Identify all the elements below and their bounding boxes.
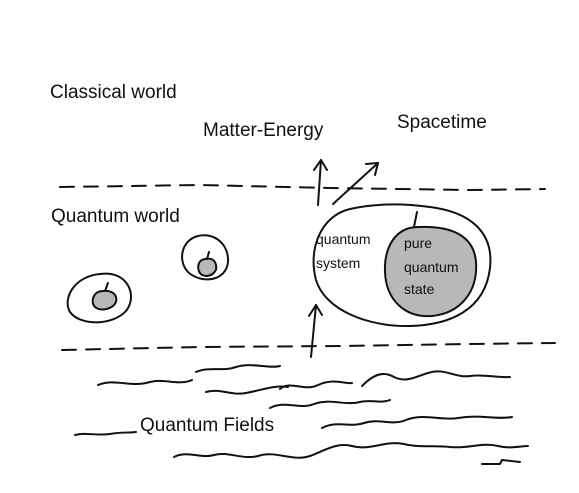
field-wave: [269, 399, 391, 409]
pure-state-label-line2: quantum: [404, 259, 458, 275]
classical-quantum-boundary: [59, 183, 546, 192]
arrow-to-matter-energy: [313, 159, 328, 206]
pure-state-label-line3: state: [404, 281, 435, 297]
quantum-field-waves: [74, 364, 529, 465]
quantum-fields-boundary: [61, 342, 556, 351]
field-wave: [361, 370, 511, 387]
pure-state-label-line1: pure: [404, 235, 432, 251]
quantum-system-label-line1: quantum: [316, 231, 370, 247]
pure-quantum-state-blob: [383, 225, 478, 318]
field-wave: [205, 385, 289, 395]
field-wave: [173, 442, 529, 459]
classical-world-label: Classical world: [50, 82, 177, 103]
field-wave: [279, 380, 353, 390]
field-wave: [481, 459, 521, 465]
matter-energy-label: Matter-Energy: [203, 120, 324, 141]
quantum-system-label-line2: system: [316, 255, 360, 271]
field-wave: [74, 431, 137, 436]
arrow-to-spacetime: [332, 162, 379, 205]
quantum-fields-label: Quantum Fields: [140, 415, 274, 436]
small-quantum-system-right: [181, 234, 230, 281]
field-wave: [97, 379, 193, 386]
pure-state-stem: [413, 211, 418, 228]
spacetime-label: Spacetime: [397, 112, 487, 133]
large-quantum-system: quantum system pure quantum state: [312, 203, 492, 328]
arrow-fields-to-system: [308, 304, 323, 358]
field-wave: [321, 415, 513, 429]
quantum-world-label: Quantum world: [51, 206, 180, 227]
small-quantum-system-left: [66, 272, 132, 324]
field-wave: [195, 364, 281, 373]
